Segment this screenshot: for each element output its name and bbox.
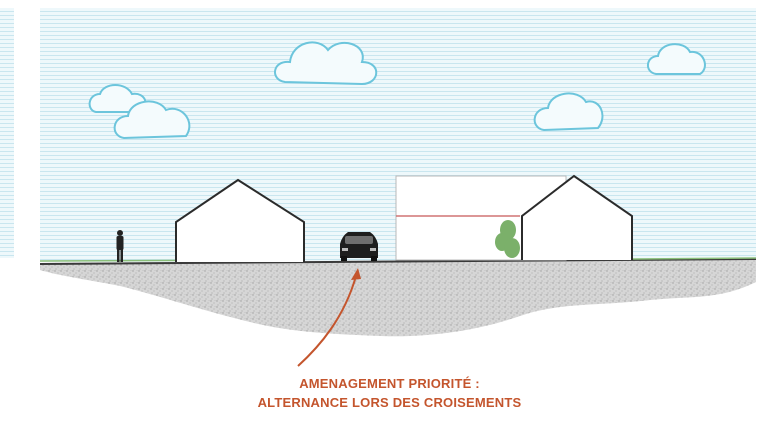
house-icon: [521, 174, 633, 260]
pedestrian-icon: [116, 230, 124, 262]
grass-strip: [629, 257, 757, 260]
ground-section: [40, 258, 756, 337]
annotation-line-1: AMENAGEMENT PRIORITÉ :: [299, 376, 480, 391]
road-surface: [39, 258, 757, 265]
annotation-arrow: [297, 275, 357, 367]
car-icon: [340, 232, 378, 261]
arrow-head-icon: [351, 268, 361, 280]
cloud-icon: [533, 92, 604, 132]
cloud-icon: [647, 43, 706, 75]
house-icon: [175, 178, 305, 262]
left-panel-fragment: [0, 8, 14, 258]
cloud-icon: [274, 41, 378, 86]
cloud-icon: [88, 84, 191, 140]
bush-icon: [495, 220, 520, 258]
annotation-line-2: ALTERNANCE LORS DES CROISEMENTS: [257, 395, 522, 410]
